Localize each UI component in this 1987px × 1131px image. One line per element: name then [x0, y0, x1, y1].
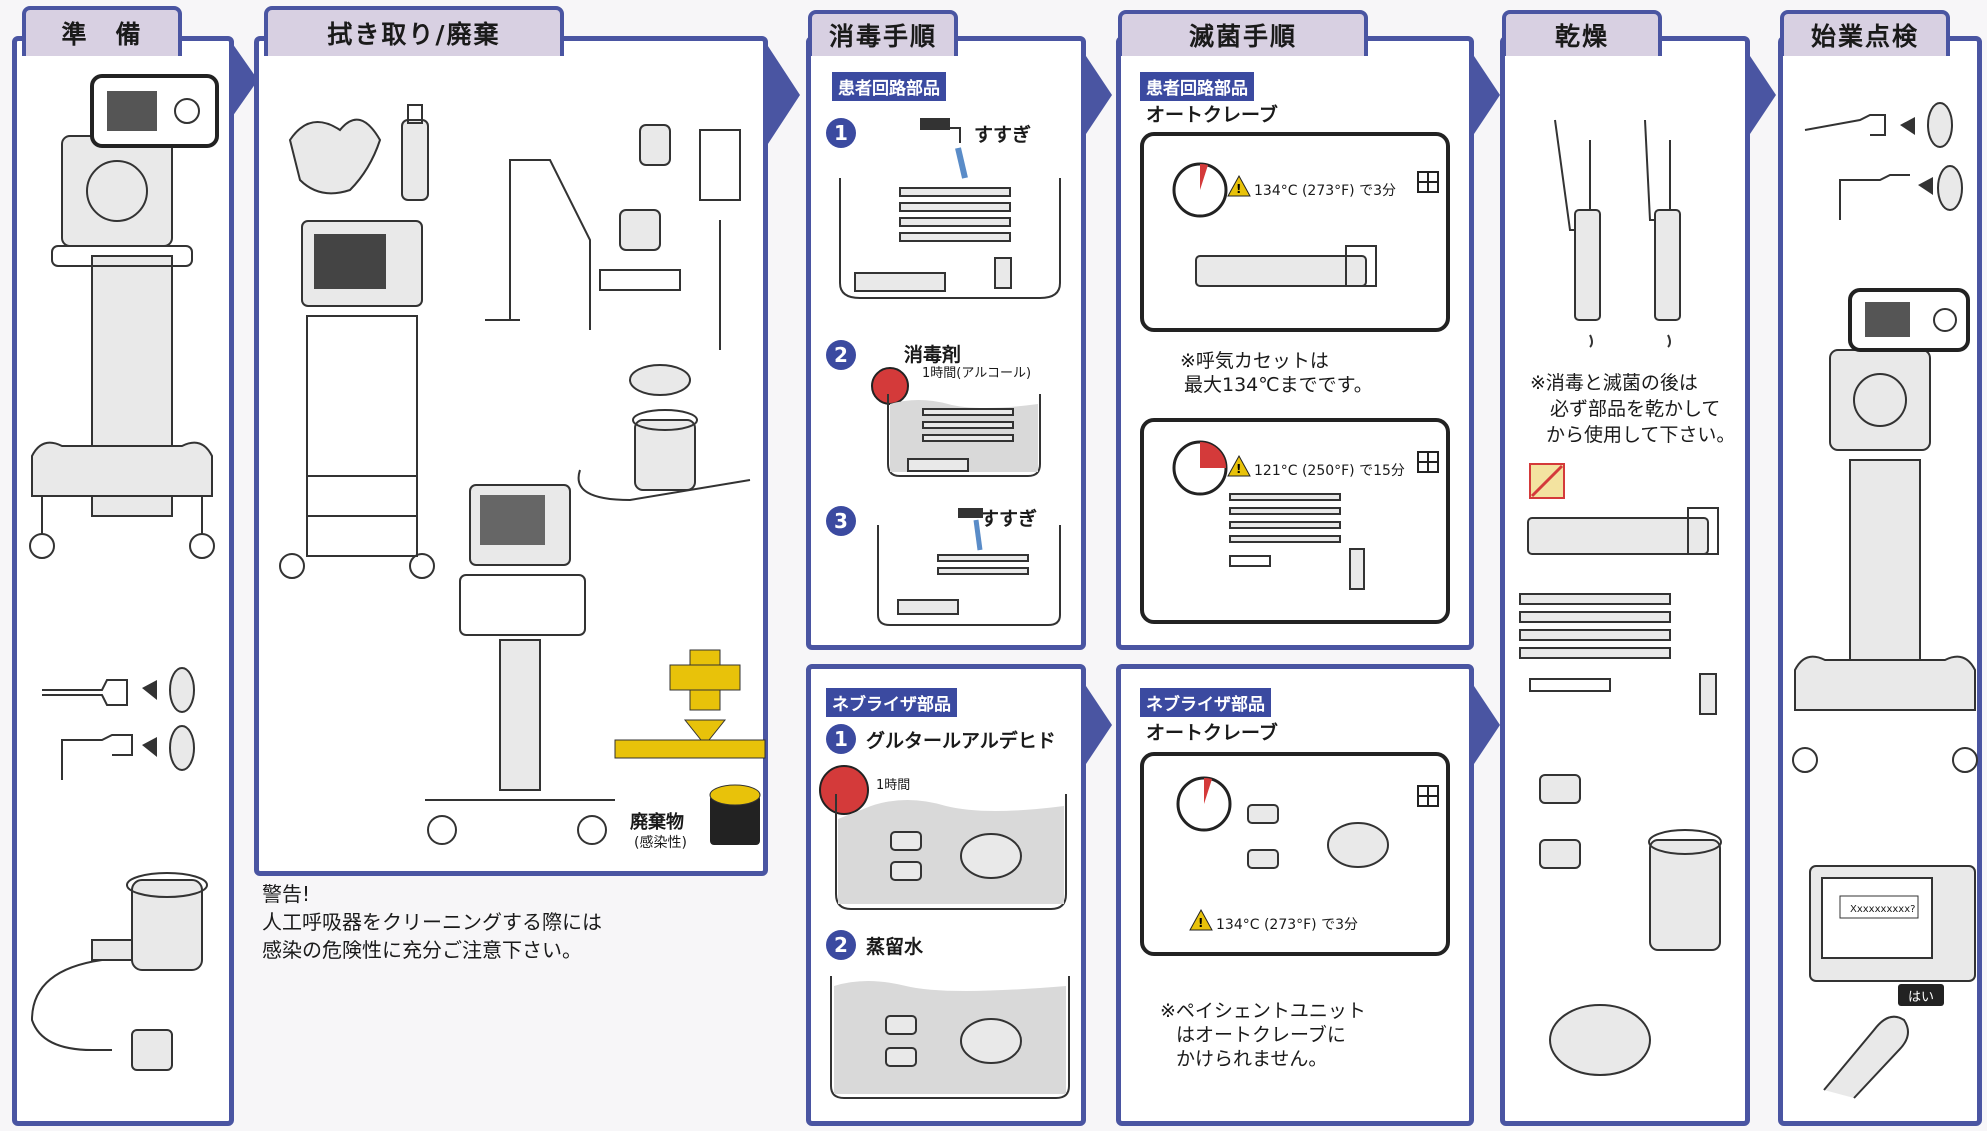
temp-121-label: 121°C (250°F) で15分	[1254, 463, 1405, 479]
disinfect-basin	[871, 367, 1041, 477]
disinfectant-label: 消毒剤	[904, 344, 962, 366]
rinse-label-3: すすぎ	[980, 508, 1038, 530]
patient-unit-note-1: ※ペイシェントユニット	[1160, 1000, 1366, 1022]
tubing-parts-121	[1229, 493, 1365, 590]
badge-nebulizer-parts-sterilize: ネブライザ部品	[1140, 688, 1271, 717]
step-3-number: 3	[826, 506, 856, 536]
hanging-parts-illustration	[1554, 119, 1681, 348]
ventilator-cart-illustration	[425, 484, 615, 845]
svg-text:!: !	[1236, 462, 1241, 476]
dry-tubing-illustration	[1519, 593, 1717, 715]
tab-startup: 始業点検	[1780, 10, 1950, 56]
dry-note-1: ※消毒と滅菌の後は	[1530, 372, 1698, 394]
one-hour-label: 1時間	[876, 778, 911, 793]
cleaning-cloth-and-bottle	[288, 104, 429, 201]
exhale-cassette-note-2: 最大134℃までです。	[1184, 374, 1373, 396]
arrow-disinfect-nebulizer	[1082, 680, 1112, 770]
expiratory-cassette-134	[1195, 245, 1377, 287]
autoclave-label-1: オートクレーブ	[1146, 104, 1278, 126]
accessory-parts-illustration	[599, 124, 741, 350]
svg-text:!: !	[1198, 916, 1203, 930]
exhale-cassette-note-1: ※呼気カセットは	[1180, 350, 1329, 372]
tab-sterilize: 滅菌手順	[1118, 10, 1368, 56]
warning-line-2: 感染の危険性に充分ご注意下さい。	[262, 938, 582, 962]
nebulizer-step-2-number: 2	[826, 930, 856, 960]
svg-text:!: !	[1236, 182, 1241, 196]
startup-power-illustration	[1804, 102, 1963, 220]
badge-nebulizer-parts-disinfect: ネブライザ部品	[826, 688, 957, 717]
autoclave-label-2: オートクレーブ	[1146, 722, 1278, 744]
rinse-basin-3	[877, 508, 1061, 626]
warning-icon-134: !	[1227, 174, 1251, 197]
tab-disinfect: 消毒手順	[808, 10, 958, 56]
tab-dry: 乾燥	[1502, 10, 1662, 56]
alcohol-hour-label: 1時間(アルコール)	[922, 366, 1032, 381]
waste-label: 廃棄物	[630, 812, 684, 833]
temp-134-label: 134°C (273°F) で3分	[1254, 183, 1397, 199]
dry-cassette-illustration	[1527, 507, 1719, 555]
waste-infectious-label: (感染性)	[634, 835, 687, 851]
glutaraldehyde-basin	[819, 765, 1067, 910]
warning-line-1: 人工呼吸器をクリーニングする際には	[262, 910, 602, 934]
startup-monitor-illustration	[1809, 865, 1976, 982]
glutaraldehyde-label: グルタールアルデヒド	[866, 730, 1056, 752]
warning-icon-nebulizer: !	[1189, 908, 1213, 931]
yes-button[interactable]: はい	[1898, 984, 1944, 1006]
support-arm-illustration	[485, 159, 591, 330]
step-2-number: 2	[826, 340, 856, 370]
timer-nebulizer	[1176, 776, 1232, 832]
ventilator-illustration	[29, 74, 219, 559]
arrow-prep	[230, 40, 258, 120]
step-1-number: 1	[826, 118, 856, 148]
patient-unit-note-2: はオートクレーブに	[1176, 1024, 1346, 1046]
badge-patient-parts-sterilize: 患者回路部品	[1140, 72, 1254, 101]
arrow-wipe	[764, 40, 800, 150]
warning-title: 警告!	[262, 882, 311, 906]
power-plug-illustration	[42, 667, 195, 780]
expiratory-cassette-illustration	[577, 364, 751, 502]
startup-ventilator-illustration	[1792, 288, 1978, 773]
menu-grid-icon	[1417, 171, 1439, 193]
arrow-disinfect	[1082, 50, 1112, 140]
monitor-cart-illustration	[279, 220, 435, 579]
badge-patient-parts-disinfect: 患者回路部品	[832, 72, 946, 101]
dry-note-2: 必ず部品を乾かして	[1550, 398, 1721, 420]
menu-grid-icon	[1417, 451, 1439, 473]
timer-121	[1172, 440, 1228, 496]
patient-unit-note-3: かけられません。	[1176, 1048, 1328, 1070]
rinse-basin-1	[839, 118, 1061, 299]
autoclave-box-134	[1140, 132, 1450, 332]
arrow-sterilize-nebulizer	[1470, 680, 1500, 770]
distilled-water-label: 蒸留水	[866, 936, 924, 958]
patient-unit-illustration	[30, 872, 208, 1071]
nebulizer-parts-autoclave	[1247, 804, 1389, 869]
rinse-label-1: すすぎ	[974, 124, 1032, 146]
temp-134-nebulizer-label: 134°C (273°F) で3分	[1216, 917, 1359, 933]
no-heat-icon	[1529, 463, 1565, 499]
timer-134	[1172, 162, 1228, 218]
menu-grid-icon	[1417, 785, 1439, 807]
dry-nebulizer-parts	[1539, 774, 1722, 1076]
distilled-water-basin	[830, 976, 1070, 1099]
finger-pointer-illustration	[1823, 1015, 1909, 1099]
arrow-dry	[1746, 50, 1776, 140]
waste-items-illustration	[614, 649, 766, 845]
screen-prompt-text: Xxxxxxxxxx?	[1850, 904, 1916, 915]
tab-wipe: 拭き取り/廃棄	[264, 6, 564, 56]
tab-prep: 準 備	[22, 6, 182, 56]
nebulizer-step-1-number: 1	[826, 724, 856, 754]
dry-note-3: から使用して下さい。	[1546, 424, 1736, 446]
arrow-sterilize	[1470, 50, 1500, 140]
warning-icon-121: !	[1227, 454, 1251, 477]
